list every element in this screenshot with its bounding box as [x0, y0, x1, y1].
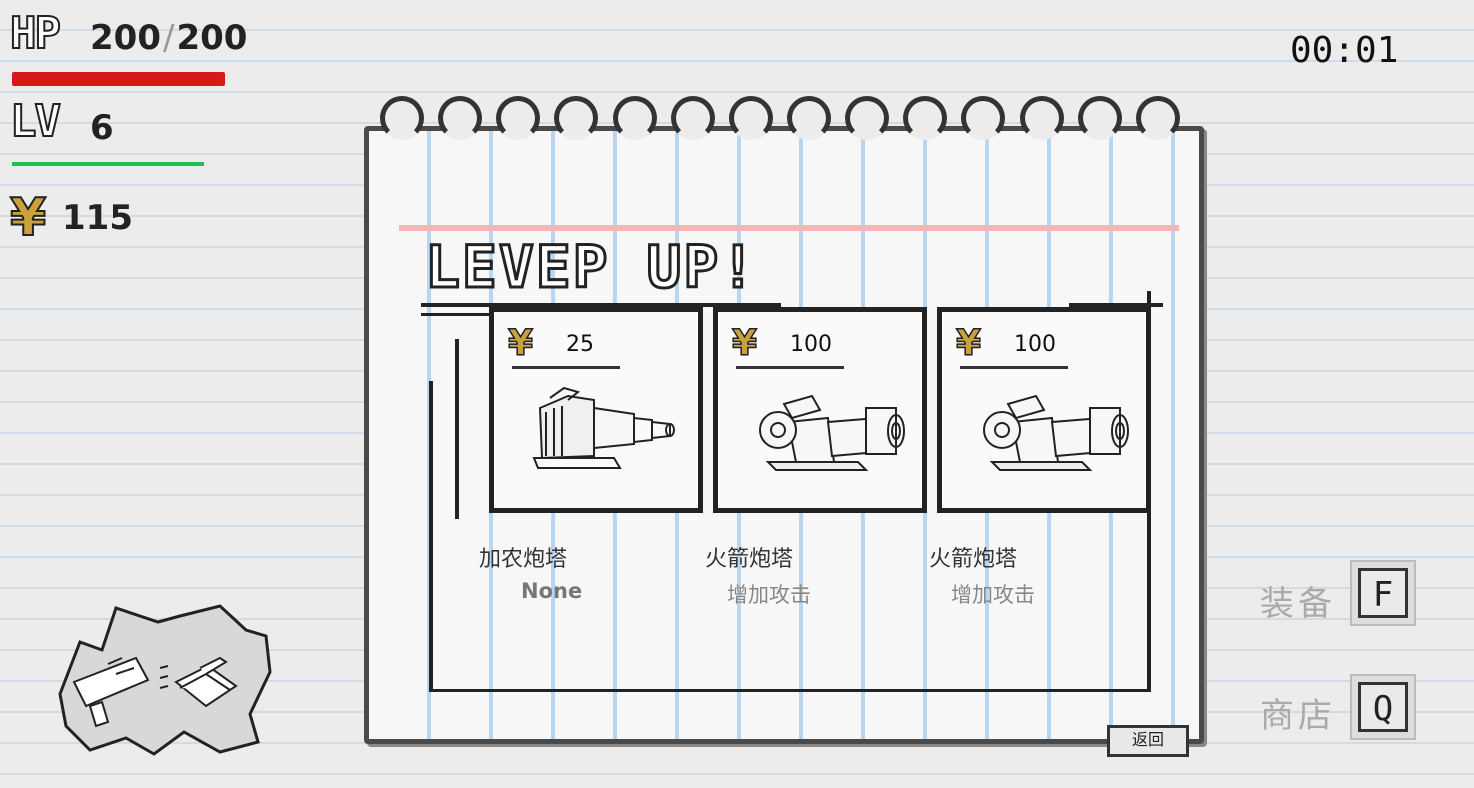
- card-frame: ¥ 100: [937, 307, 1151, 513]
- game-timer: 00:01: [1290, 30, 1399, 71]
- spiral-ring: [786, 96, 831, 140]
- rocket-turret-icon: [983, 394, 1129, 471]
- equip-key: F: [1358, 568, 1408, 618]
- hp-value: 200/200: [90, 18, 247, 58]
- title-underline: [421, 303, 781, 307]
- build-menu-badge[interactable]: [50, 602, 278, 760]
- coin-icon: ¥: [507, 323, 534, 365]
- card-name-3: 火箭炮塔: [929, 547, 1018, 572]
- hp-current: 200: [90, 18, 161, 58]
- spiral-ring: [961, 96, 1006, 140]
- price-underline: [736, 366, 844, 369]
- coin-icon: ¥: [955, 323, 982, 365]
- spiral-ring: [728, 96, 773, 140]
- card-name-1: 加农炮塔: [479, 547, 568, 572]
- upgrade-card-2[interactable]: ¥ 100: [709, 299, 929, 519]
- spiral-ring: [1135, 96, 1180, 140]
- equip-key-button[interactable]: F: [1350, 560, 1416, 626]
- coin-icon: ¥: [9, 188, 47, 248]
- spiral-ring: [496, 96, 541, 140]
- card-price: 100: [1014, 332, 1056, 357]
- equip-label: 装备: [1260, 584, 1336, 624]
- level-value: 6: [90, 108, 114, 148]
- spiral-ring: [380, 96, 424, 140]
- margin-line: [399, 225, 1179, 231]
- coin-icon: ¥: [731, 323, 758, 365]
- notebook-paper: LEVEP UP! ¥ 25: [364, 126, 1204, 757]
- hp-separator: /: [162, 18, 175, 58]
- card-frame: ¥ 100: [713, 307, 927, 513]
- card-desc-2: 增加攻击: [727, 583, 811, 607]
- notebook-icon: [174, 656, 238, 708]
- card-desc-3: 增加攻击: [951, 583, 1035, 607]
- spiral-ring: [612, 96, 657, 140]
- price-underline: [512, 366, 620, 369]
- shop-key: Q: [1358, 682, 1408, 732]
- shop-key-button[interactable]: Q: [1350, 674, 1416, 740]
- panel-title: LEVEP UP!: [423, 232, 758, 303]
- spiral-ring: [845, 96, 890, 140]
- level-label: LV: [9, 95, 62, 148]
- rocket-turret-icon: [759, 394, 905, 471]
- spiral-ring: [438, 96, 483, 140]
- cannon-turret-icon: [532, 386, 675, 469]
- card-name-2: 火箭炮塔: [705, 547, 794, 572]
- spiral-ring: [670, 96, 715, 140]
- notebook-spiral: [380, 96, 1180, 152]
- shop-label: 商店: [1260, 696, 1336, 736]
- card-frame: ¥ 25: [489, 307, 703, 513]
- hp-label: HP: [9, 7, 62, 60]
- spiral-ring: [554, 96, 599, 140]
- blueprint-icon: [72, 656, 150, 728]
- spiral-ring: [1019, 96, 1064, 140]
- upgrade-card-3[interactable]: ¥ 100: [933, 299, 1153, 519]
- spiral-ring: [903, 96, 948, 140]
- upgrade-card-1[interactable]: ¥ 25: [485, 299, 705, 519]
- card-price: 25: [566, 332, 594, 357]
- hp-max: 200: [176, 18, 248, 58]
- right-rule: [1069, 303, 1163, 307]
- level-up-panel: LEVEP UP! ¥ 25: [360, 96, 1204, 757]
- price-underline: [960, 366, 1068, 369]
- card-desc-1: None: [521, 579, 583, 603]
- card-bracket: [455, 339, 459, 519]
- xp-bar: [12, 162, 204, 166]
- back-button[interactable]: 返回: [1107, 725, 1189, 757]
- spiral-ring: [1077, 96, 1122, 140]
- card-price: 100: [790, 332, 832, 357]
- hp-bar: [12, 72, 225, 86]
- coin-count: 115: [62, 198, 133, 238]
- left-rule: [429, 381, 433, 691]
- bottom-rule: [429, 689, 1151, 692]
